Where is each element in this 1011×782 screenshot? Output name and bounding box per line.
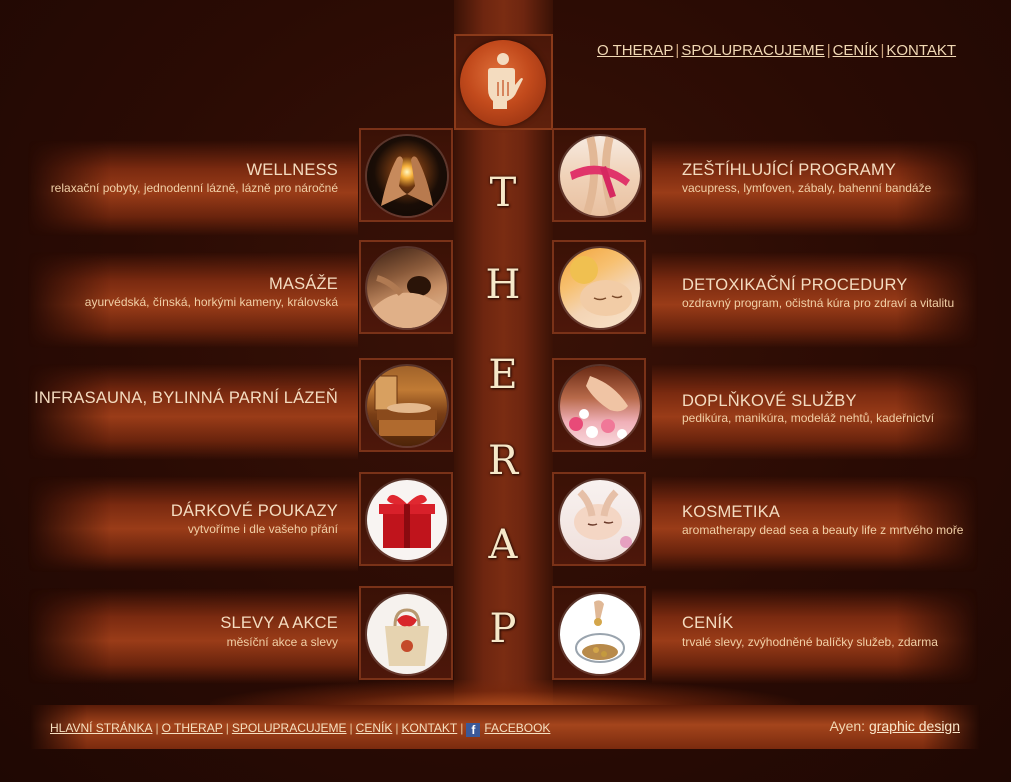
glowing-hands-photo (367, 136, 447, 216)
service-zestihlujici-tile[interactable] (552, 128, 646, 222)
service-title-doplnkove[interactable]: DOPLŇKOVÉ SLUŽBY (682, 392, 857, 410)
band-left-3 (28, 364, 358, 460)
separator: | (460, 721, 464, 735)
band-right-3 (652, 364, 978, 460)
service-title-wellness[interactable]: WELLNESS (246, 161, 338, 179)
band-left-1 (28, 140, 358, 236)
service-detox-tile[interactable] (552, 240, 646, 334)
massage-photo (367, 248, 447, 328)
service-desc-doplnkove: pedikúra, manikúra, modeláž nehtů, kadeř… (682, 411, 935, 425)
service-cenik-tile[interactable] (552, 586, 646, 680)
service-kosmetika-tile[interactable] (552, 472, 646, 566)
footer-nav-o-therap[interactable]: O THERAP (161, 721, 223, 735)
gift-box-photo (367, 480, 447, 560)
top-nav-kontakt[interactable]: KONTAKT (886, 42, 957, 59)
band-right-4 (652, 476, 978, 572)
band-right-2 (652, 252, 978, 348)
top-nav: O THERAP|SPOLUPRACUJEME|CENÍK|KONTAKT (597, 42, 956, 59)
service-desc-cenik: trvalé slevy, zvýhodněné balíčky služeb,… (682, 635, 938, 649)
footer-bar (30, 705, 980, 749)
facebook-icon[interactable]: f (466, 723, 481, 737)
footer-nav-hlavni-stranka[interactable]: HLAVNÍ STRÁNKA (50, 721, 153, 735)
hand-icon (488, 53, 523, 109)
service-desc-masaze: ayurvédská, čínská, horkými kameny, král… (84, 295, 338, 309)
shopping-bag-photo (367, 594, 447, 674)
band-left-5 (28, 588, 358, 684)
footer-nav-kontakt[interactable]: KONTAKT (401, 721, 458, 735)
measuring-tape-photo (560, 136, 640, 216)
service-desc-slevy: měsíční akce a slevy (226, 635, 338, 649)
separator: | (675, 42, 680, 59)
service-doplnkove-tile[interactable] (552, 358, 646, 452)
service-desc-detox: ozdravný program, očistná kúra pro zdrav… (682, 296, 955, 310)
service-title-slevy[interactable]: SLEVY A AKCE (220, 614, 338, 632)
service-title-zestihlujici[interactable]: ZEŠTÍHLUJÍCÍ PROGRAMY (682, 161, 897, 179)
separator: | (349, 721, 353, 735)
credit: Ayen: graphic design (830, 718, 961, 734)
service-title-kosmetika[interactable]: KOSMETIKA (682, 503, 781, 521)
brand-letter-r: R (487, 438, 519, 484)
credit-link[interactable]: graphic design (868, 718, 960, 734)
brand-letter-h: H (485, 262, 521, 308)
footer-nav-spolupracujeme[interactable]: SPOLUPRACUJEME (231, 721, 347, 735)
top-nav-cenik[interactable]: CENÍK (832, 42, 879, 59)
top-nav-o-therap[interactable]: O THERAP (597, 42, 674, 59)
facial-photo (560, 480, 640, 560)
service-title-infrasauna[interactable]: INFRASAUNA, BYLINNÁ PARNÍ LÁZEŇ (34, 389, 338, 407)
separator: | (826, 42, 831, 59)
brand-letter-t: T (489, 170, 517, 216)
service-poukazy-tile[interactable] (359, 472, 453, 566)
sauna-photo (367, 366, 447, 446)
separator: | (225, 721, 229, 735)
footer-nav: HLAVNÍ STRÁNKA|O THERAP|SPOLUPRACUJEME|C… (50, 721, 550, 737)
top-nav-spolupracujeme[interactable]: SPOLUPRACUJEME (681, 42, 825, 59)
pedicure-photo (560, 366, 640, 446)
credit-prefix: Ayen: (829, 718, 866, 734)
service-title-detox[interactable]: DETOXIKAČNÍ PROCEDURY (682, 276, 908, 294)
separator: | (880, 42, 885, 59)
service-wellness-tile[interactable] (359, 128, 453, 222)
separator: | (155, 721, 159, 735)
service-desc-wellness: relaxační pobyty, jednodenní lázně, lázn… (50, 181, 338, 195)
piggy-bank-photo (560, 594, 640, 674)
band-right-5 (652, 588, 978, 684)
brand-letter-a: A (488, 522, 518, 568)
band-right-1 (652, 140, 978, 236)
brand-letter-p: P (489, 606, 517, 652)
footer-nav-cenik[interactable]: CENÍK (355, 721, 393, 735)
separator: | (395, 721, 399, 735)
service-infrasauna-tile[interactable] (359, 358, 453, 452)
brand-letter-e: E (488, 352, 518, 398)
service-desc-zestihlujici: vacupress, lymfoven, zábaly, bahenní ban… (682, 181, 932, 195)
service-desc-kosmetika: aromatherapy dead sea a beauty life z mr… (682, 523, 964, 537)
face-treatment-photo (560, 248, 640, 328)
service-title-masaze[interactable]: MASÁŽE (268, 275, 338, 293)
band-left-4 (28, 476, 358, 572)
service-title-poukazy[interactable]: DÁRKOVÉ POUKAZY (170, 502, 338, 520)
band-left-2 (28, 252, 358, 348)
service-masaze-tile[interactable] (359, 240, 453, 334)
footer-nav-facebook[interactable]: FACEBOOK (484, 721, 551, 735)
service-desc-poukazy: vytvoříme i dle vašeho přání (187, 522, 338, 536)
service-title-cenik[interactable]: CENÍK (682, 614, 734, 632)
service-slevy-tile[interactable] (359, 586, 453, 680)
